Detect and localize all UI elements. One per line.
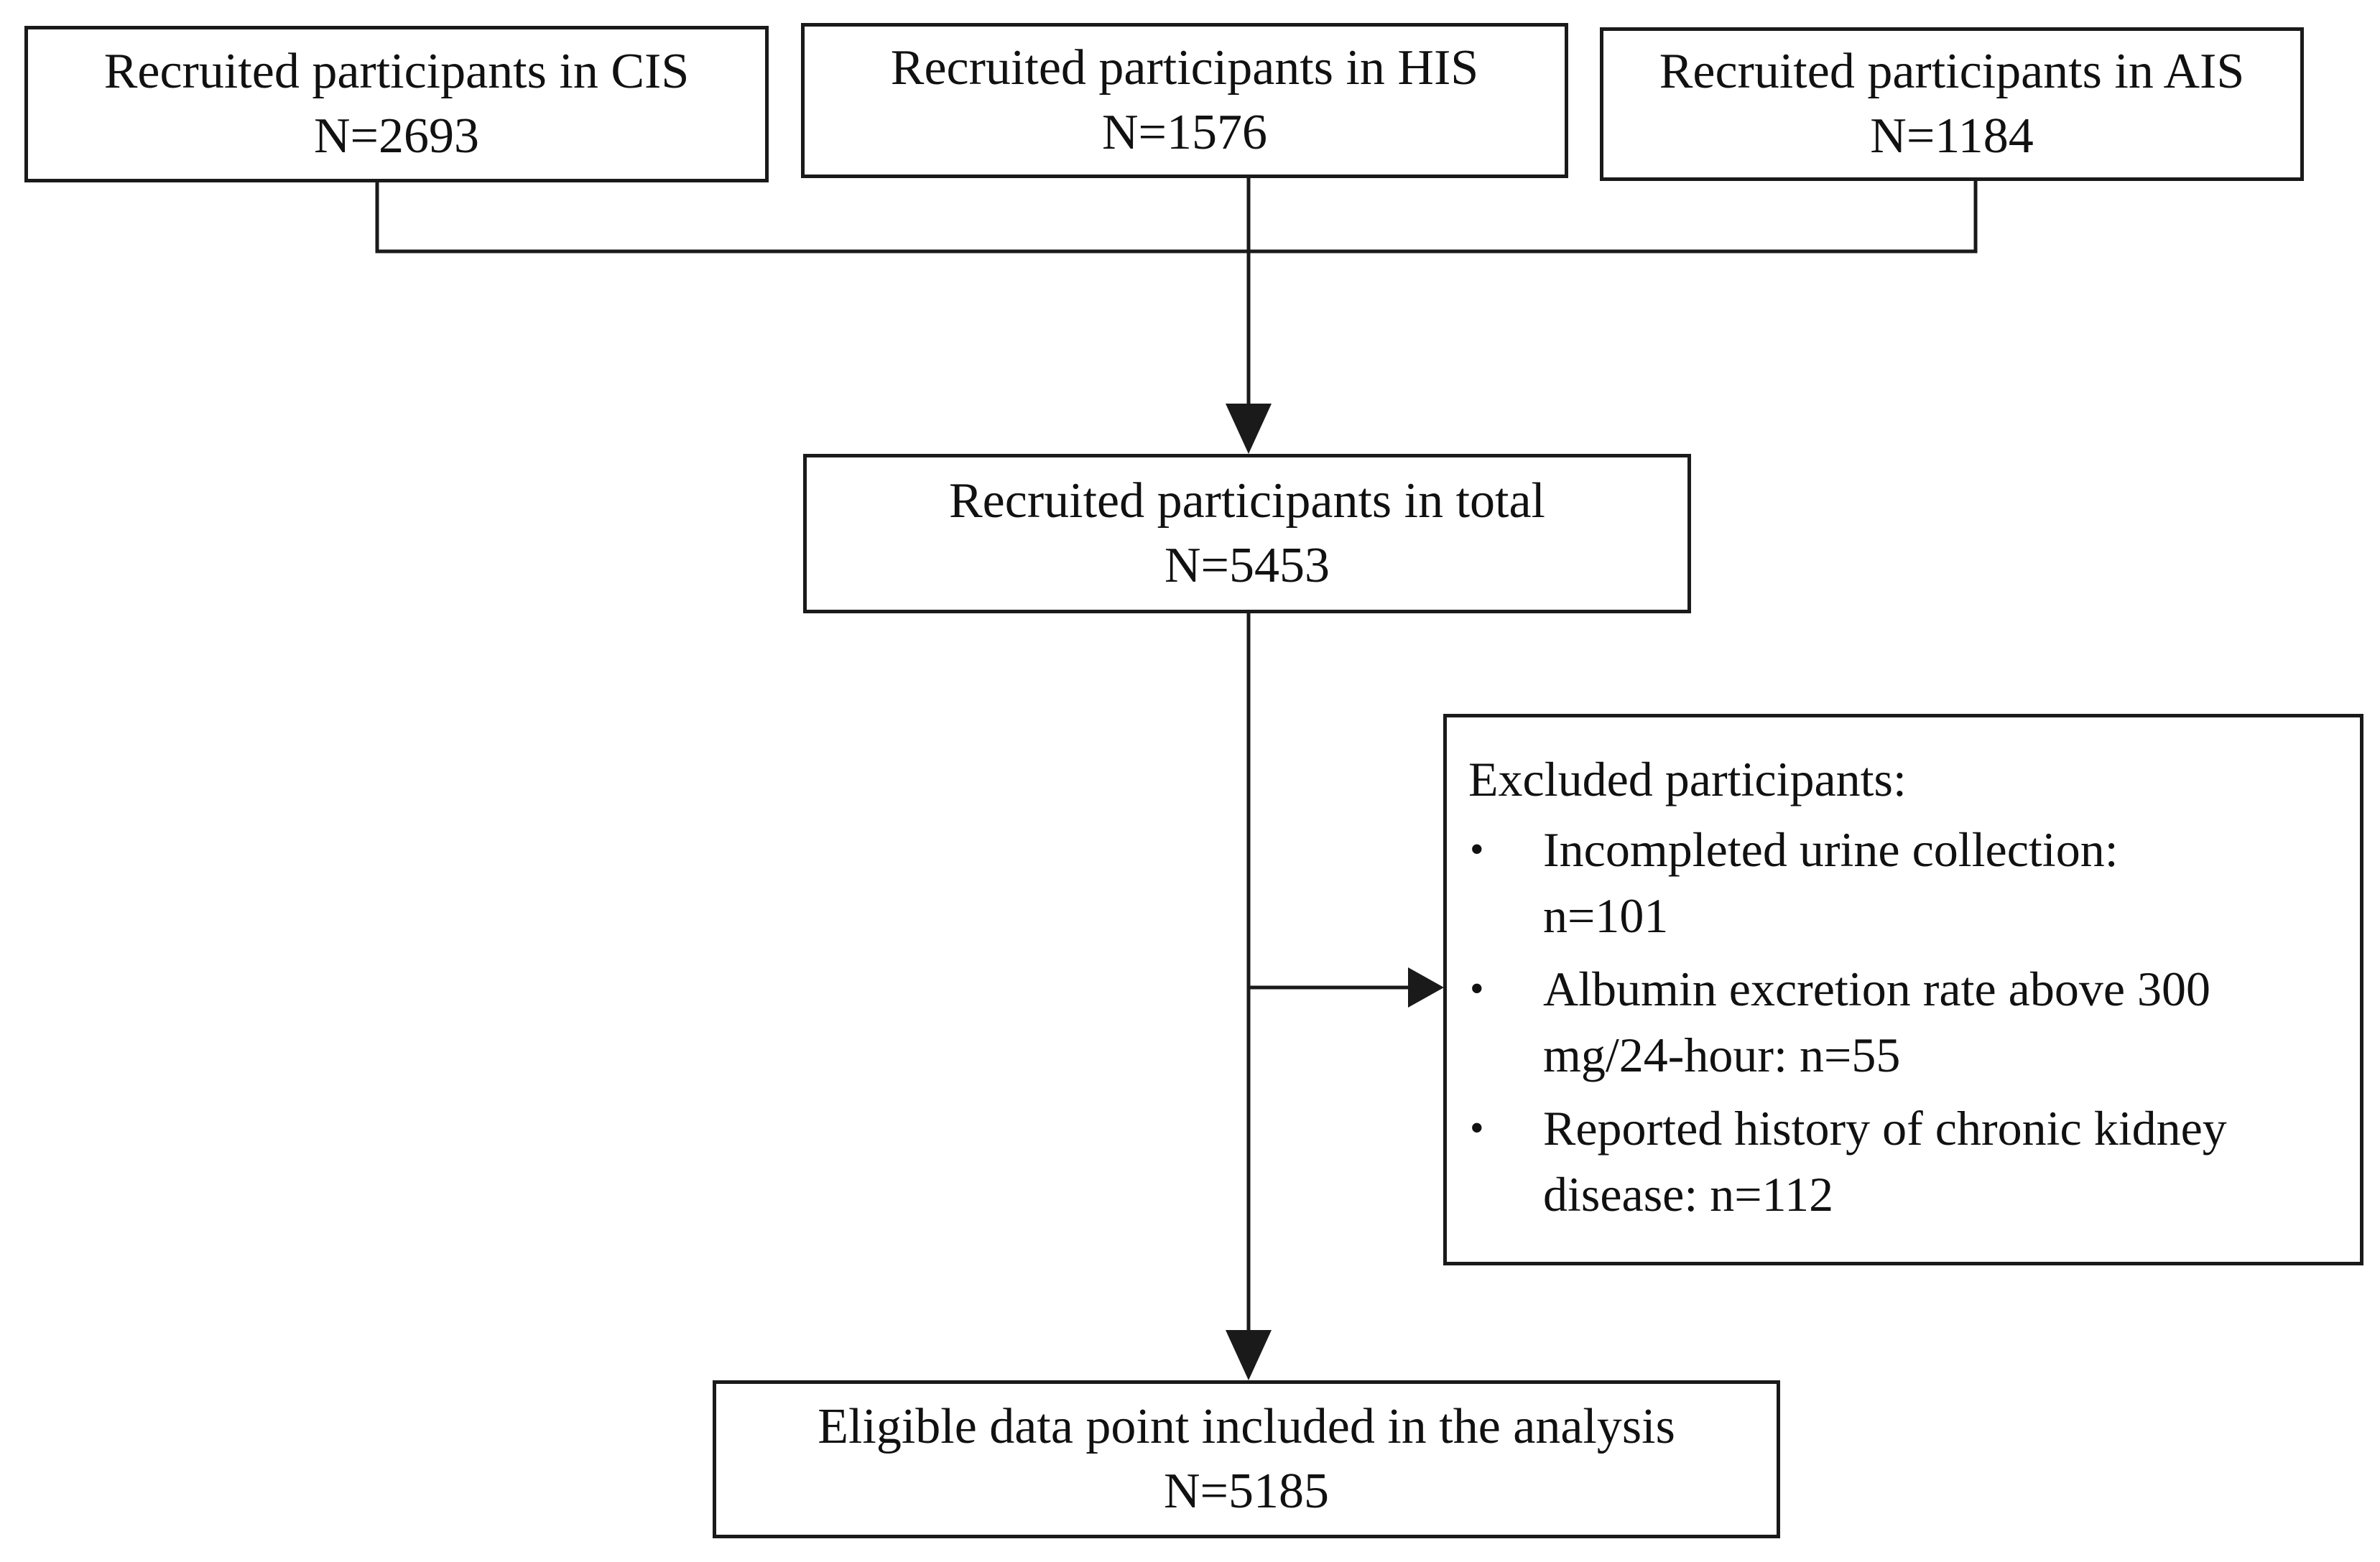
arrowhead-to-eligible: [1226, 1330, 1272, 1380]
exclusion-item-ckd: • Reported history of chronic kidney dis…: [1468, 1095, 2338, 1227]
exclusion-item-count: n=101: [1543, 888, 1669, 943]
exclusion-item-text: Reported history of chronic kidney: [1543, 1101, 2227, 1156]
exclusion-list: • Incompleted urine collection: n=101 • …: [1468, 817, 2338, 1227]
his-box-title: Recruited participants in HIS: [890, 40, 1479, 96]
his-participants-box: Recruited participants in HIS N=1576: [801, 23, 1568, 178]
total-participants-box: Recruited participants in total N=5453: [803, 454, 1691, 613]
his-box-count: N=1576: [1101, 105, 1268, 160]
exclusion-item-count: mg/24-hour: n=55: [1543, 1028, 1901, 1082]
eligible-box-count: N=5185: [1163, 1464, 1330, 1519]
bullet-icon: •: [1470, 1106, 1484, 1150]
arrowhead-to-total: [1226, 404, 1272, 454]
excluded-participants-box: Excluded participants: • Incompleted uri…: [1443, 714, 2363, 1265]
ais-box-count: N=1184: [1870, 108, 2034, 164]
excluded-box-title: Excluded participants:: [1468, 752, 1907, 806]
eligible-box-title: Eligible data point included in the anal…: [818, 1399, 1675, 1454]
cis-box-count: N=2693: [313, 108, 480, 164]
ais-box-title: Recruited participants in AIS: [1659, 44, 2245, 99]
cis-box-title: Recruited participants in CIS: [103, 44, 690, 99]
bullet-icon: •: [1470, 967, 1484, 1011]
exclusion-item-albumin: • Albumin excretion rate above 300 mg/24…: [1468, 956, 2338, 1088]
total-box-title: Recruited participants in total: [948, 473, 1546, 529]
eligible-data-box: Eligible data point included in the anal…: [713, 1380, 1780, 1538]
exclusion-item-text: Albumin excretion rate above 300: [1543, 962, 2211, 1016]
exclusion-item-count: disease: n=112: [1543, 1167, 1834, 1222]
merge-line: [375, 181, 1978, 254]
cis-participants-box: Recruited participants in CIS N=2693: [24, 26, 769, 182]
bullet-icon: •: [1470, 827, 1484, 872]
exclusion-item-urine: • Incompleted urine collection: n=101: [1468, 817, 2338, 949]
exclusion-item-text: Incompleted urine collection:: [1543, 822, 2119, 877]
total-box-count: N=5453: [1164, 538, 1330, 593]
arrowhead-to-excluded: [1408, 967, 1444, 1008]
ais-participants-box: Recruited participants in AIS N=1184: [1600, 27, 2304, 181]
